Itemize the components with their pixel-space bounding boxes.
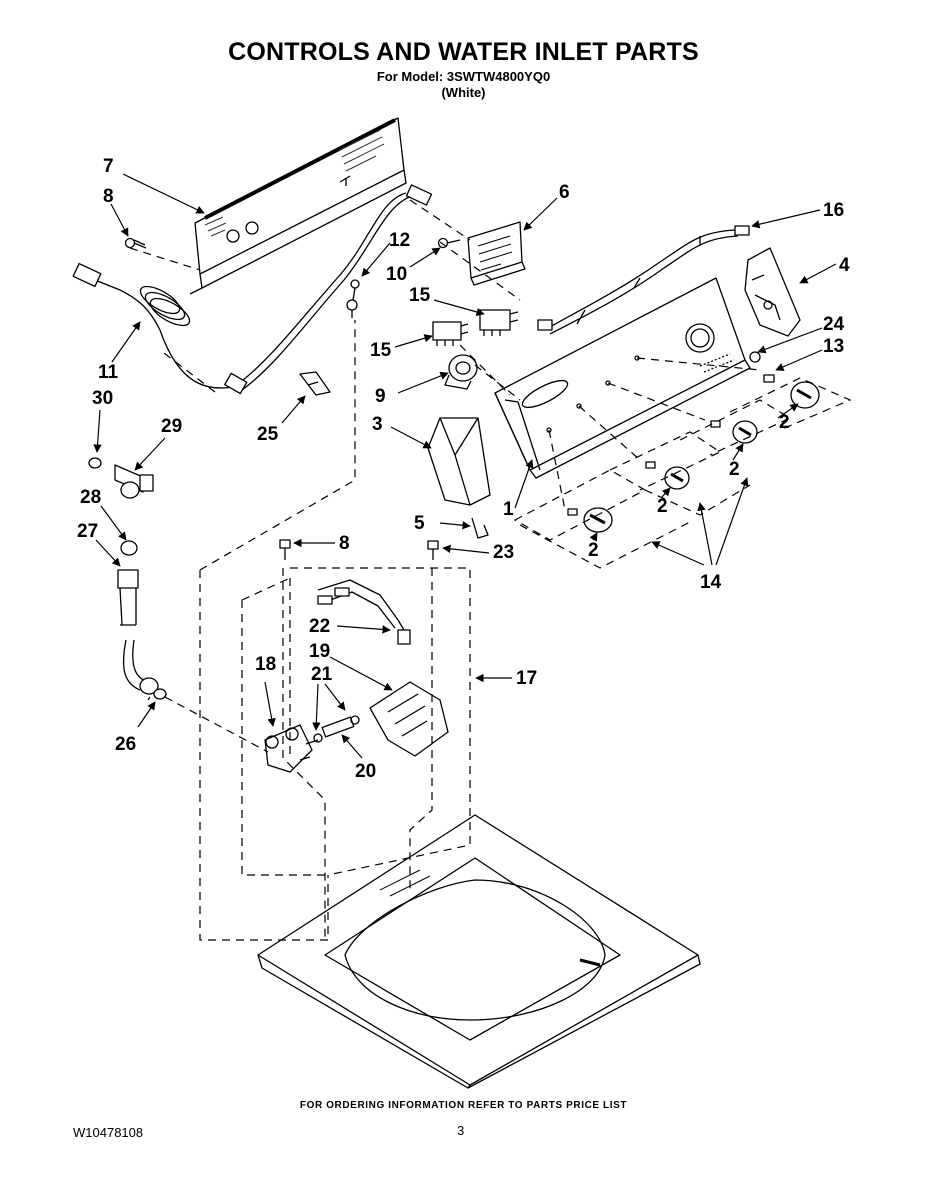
dispenser-cover-part — [427, 417, 491, 506]
callout-9: 9 — [375, 386, 386, 407]
callout-13: 13 — [823, 336, 844, 357]
callout-28: 28 — [80, 487, 101, 508]
pump-harness-part — [317, 579, 411, 645]
rear-panel-cover-part — [189, 117, 407, 295]
callout-5: 5 — [414, 513, 425, 534]
console-end-cap-part — [744, 247, 801, 337]
electronic-control-part — [467, 221, 526, 286]
callout-27: 27 — [77, 521, 98, 542]
callout-23: 23 — [493, 542, 514, 563]
callout-11: 11 — [98, 362, 119, 383]
knob-part-2 — [732, 420, 758, 444]
dispenser-clip-part — [471, 517, 489, 539]
callout-2a: 2 — [779, 412, 790, 433]
document-number: W10478108 — [73, 1125, 144, 1140]
knob-part-4 — [583, 507, 613, 533]
callout-6: 6 — [559, 182, 570, 203]
washer-top-part — [257, 814, 701, 1089]
screw-part — [124, 237, 147, 249]
screw-part-2 — [279, 539, 291, 560]
screw-part-3 — [427, 540, 439, 560]
lens-part — [749, 351, 761, 363]
console-harness-part — [537, 225, 750, 335]
callout-29: 29 — [161, 416, 182, 437]
callout-2b: 2 — [729, 459, 740, 480]
knob-part — [790, 381, 820, 409]
callout-30: 30 — [92, 388, 113, 409]
callout-26: 26 — [115, 734, 136, 755]
color-line: (White) — [441, 85, 486, 100]
callout-19: 19 — [309, 641, 330, 662]
callout-18: 18 — [255, 654, 276, 675]
console-panel-part — [494, 277, 751, 479]
callout-15a: 15 — [409, 285, 431, 306]
switch-part — [432, 321, 469, 346]
callout-10: 10 — [386, 264, 407, 285]
callout-12: 12 — [389, 230, 410, 251]
water-inlet-tube-part — [313, 715, 360, 743]
model-line: For Model: 3SWTW4800YQ0 — [376, 69, 551, 84]
inlet-hose-part — [88, 457, 167, 700]
wire-harness-part — [72, 184, 433, 395]
harness-clamp-part — [299, 371, 331, 396]
switch-part-2 — [479, 309, 519, 336]
callout-2c: 2 — [657, 496, 668, 517]
callout-20: 20 — [355, 761, 376, 782]
knob-part-3 — [664, 466, 690, 490]
callout-24: 24 — [823, 314, 845, 335]
callout-7: 7 — [103, 156, 114, 177]
callout-17: 17 — [516, 668, 537, 689]
callout-15b: 15 — [370, 340, 392, 361]
callout-21: 21 — [311, 664, 333, 685]
knob-clip-part — [763, 374, 775, 383]
callout-22: 22 — [309, 616, 330, 637]
ordering-note: FOR ORDERING INFORMATION REFER TO PARTS … — [299, 1100, 628, 1111]
callout-16: 16 — [823, 200, 844, 221]
callout-1: 1 — [503, 499, 514, 520]
callout-8b: 8 — [339, 533, 350, 554]
page-number: 3 — [457, 1123, 465, 1138]
callout-25: 25 — [257, 424, 279, 445]
callout-3: 3 — [372, 414, 383, 435]
pressure-switch-part — [444, 354, 478, 390]
callout-8: 8 — [103, 186, 114, 207]
water-dispenser-part — [369, 681, 449, 757]
callout-2d: 2 — [588, 540, 599, 561]
page-title: CONTROLS AND WATER INLET PARTS — [228, 38, 699, 66]
callout-14: 14 — [700, 572, 722, 593]
callout-4: 4 — [839, 255, 850, 276]
water-valve-part — [264, 724, 319, 773]
ground-screw-part — [346, 279, 360, 318]
